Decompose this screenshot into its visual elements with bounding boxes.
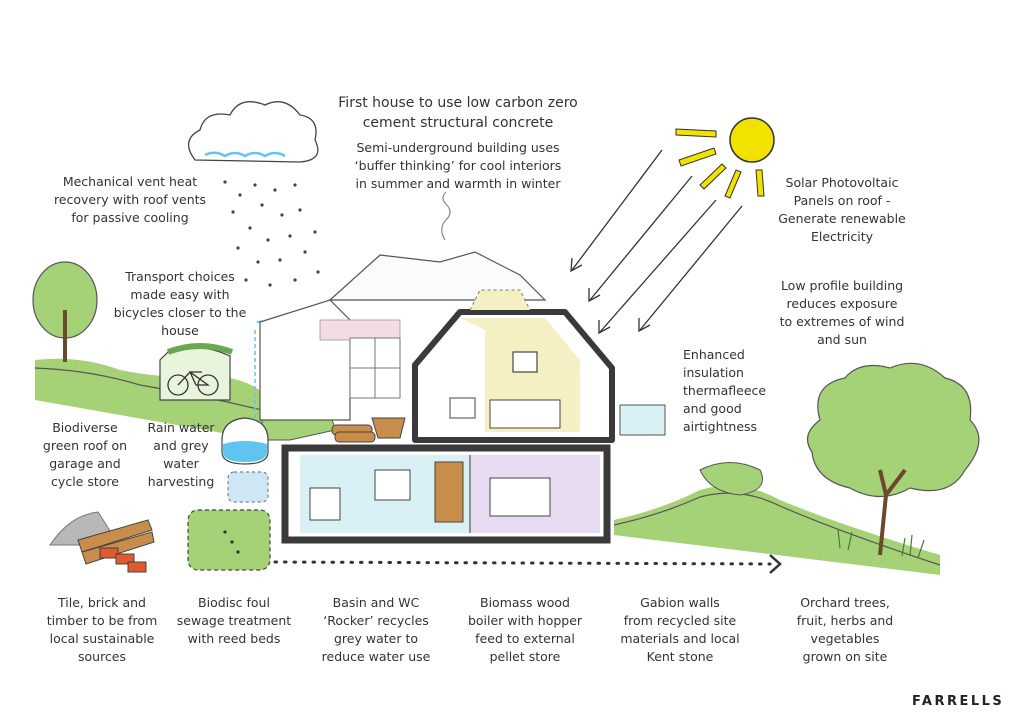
green-roof-label-4: cycle store — [51, 474, 119, 489]
semi-underground-label-3: in summer and warmth in winter — [356, 176, 562, 191]
insulation-label-4: and good — [683, 401, 742, 416]
gabion-label-4: Kent stone — [647, 649, 714, 664]
insulation-label-2: insulation — [683, 365, 744, 380]
insulation-label-5: airtightness — [683, 419, 757, 434]
tile-label-2: timber to be from — [47, 613, 158, 628]
biomass-label-2: boiler with hopper — [468, 613, 583, 628]
transport-label-4: house — [161, 323, 199, 338]
sun-ray-arrows — [570, 149, 743, 335]
solar-label-4: Electricity — [811, 229, 874, 244]
solar-label-3: Generate renewable — [778, 211, 906, 226]
basin-label-3: grey water to — [334, 631, 418, 646]
grass-tufts — [837, 529, 925, 559]
rain-water-label-1: Rain water — [147, 420, 215, 435]
semi-underground-label-1: Semi-underground building uses — [356, 140, 559, 155]
biomass-label-3: feed to external — [475, 631, 575, 646]
insulation-label-1: Enhanced — [683, 347, 745, 362]
title-line1: First house to use low carbon zero — [338, 95, 577, 111]
orchard-label-3: vegetables — [811, 631, 880, 646]
basin-label-2: ‘Rocker’ recycles — [323, 613, 429, 628]
solar-label-2: Panels on roof - — [794, 193, 891, 208]
insulation-label-3: thermafleece — [683, 383, 766, 398]
tile-label-3: local sustainable — [50, 631, 155, 646]
vent-label-2: recovery with roof vents — [54, 192, 206, 207]
gabion-label-3: materials and local — [620, 631, 739, 646]
vent-label-1: Mechanical vent heat — [63, 174, 197, 189]
low-profile-label-1: Low profile building — [781, 278, 903, 293]
transport-label-3: bicycles closer to the — [114, 305, 247, 320]
green-roof-label-2: green roof on — [43, 438, 127, 453]
transport-label-1: Transport choices — [124, 269, 235, 284]
semi-underground-label-2: ‘buffer thinking’ for cool interiors — [355, 158, 562, 173]
orchard-label-2: fruit, herbs and — [797, 613, 893, 628]
reed-bed-icon — [187, 509, 271, 571]
biomass-label-4: pellet store — [490, 649, 561, 664]
rain-water-tank-icon — [221, 330, 269, 503]
rain-water-label-4: harvesting — [148, 474, 215, 489]
basin-label-4: reduce water use — [322, 649, 431, 664]
tile-label-4: sources — [78, 649, 126, 664]
brand-logo: FARRELLS — [912, 694, 1005, 709]
low-profile-label-3: to extremes of wind — [780, 314, 905, 329]
house-cross-section — [259, 251, 666, 544]
left-tree-icon — [32, 261, 98, 362]
biomass-label-1: Biomass wood — [480, 595, 570, 610]
rain-water-label-3: water — [163, 456, 199, 471]
green-roof-label-3: garage and — [49, 456, 121, 471]
sun-icon — [675, 117, 775, 199]
green-roof-label-1: Biodiverse — [52, 420, 118, 435]
low-profile-label-4: and sun — [817, 332, 867, 347]
biodisc-label-1: Biodisc foul — [198, 595, 270, 610]
materials-pile-icon — [49, 511, 155, 573]
biodisc-label-3: with reed beds — [188, 631, 281, 646]
orchard-label-4: grown on site — [803, 649, 888, 664]
low-profile-label-2: reduces exposure — [787, 296, 898, 311]
transport-label-2: made easy with — [130, 287, 229, 302]
basin-label-1: Basin and WC — [333, 595, 420, 610]
orchard-label-1: Orchard trees, — [800, 595, 890, 610]
tile-label-1: Tile, brick and — [57, 595, 146, 610]
sewage-flow-arrow — [273, 554, 782, 574]
orchard-tree-icon — [806, 362, 980, 556]
biodisc-label-2: sewage treatment — [177, 613, 291, 628]
solar-label-1: Solar Photovoltaic — [786, 175, 899, 190]
bike-store-icon — [159, 343, 234, 401]
gabion-label-1: Gabion walls — [640, 595, 720, 610]
vent-label-3: for passive cooling — [71, 210, 188, 225]
title-line2: cement structural concrete — [363, 115, 554, 131]
chimney-smoke-icon — [441, 191, 451, 241]
rain-water-label-2: and grey — [153, 438, 209, 453]
gabion-label-2: from recycled site — [624, 613, 737, 628]
